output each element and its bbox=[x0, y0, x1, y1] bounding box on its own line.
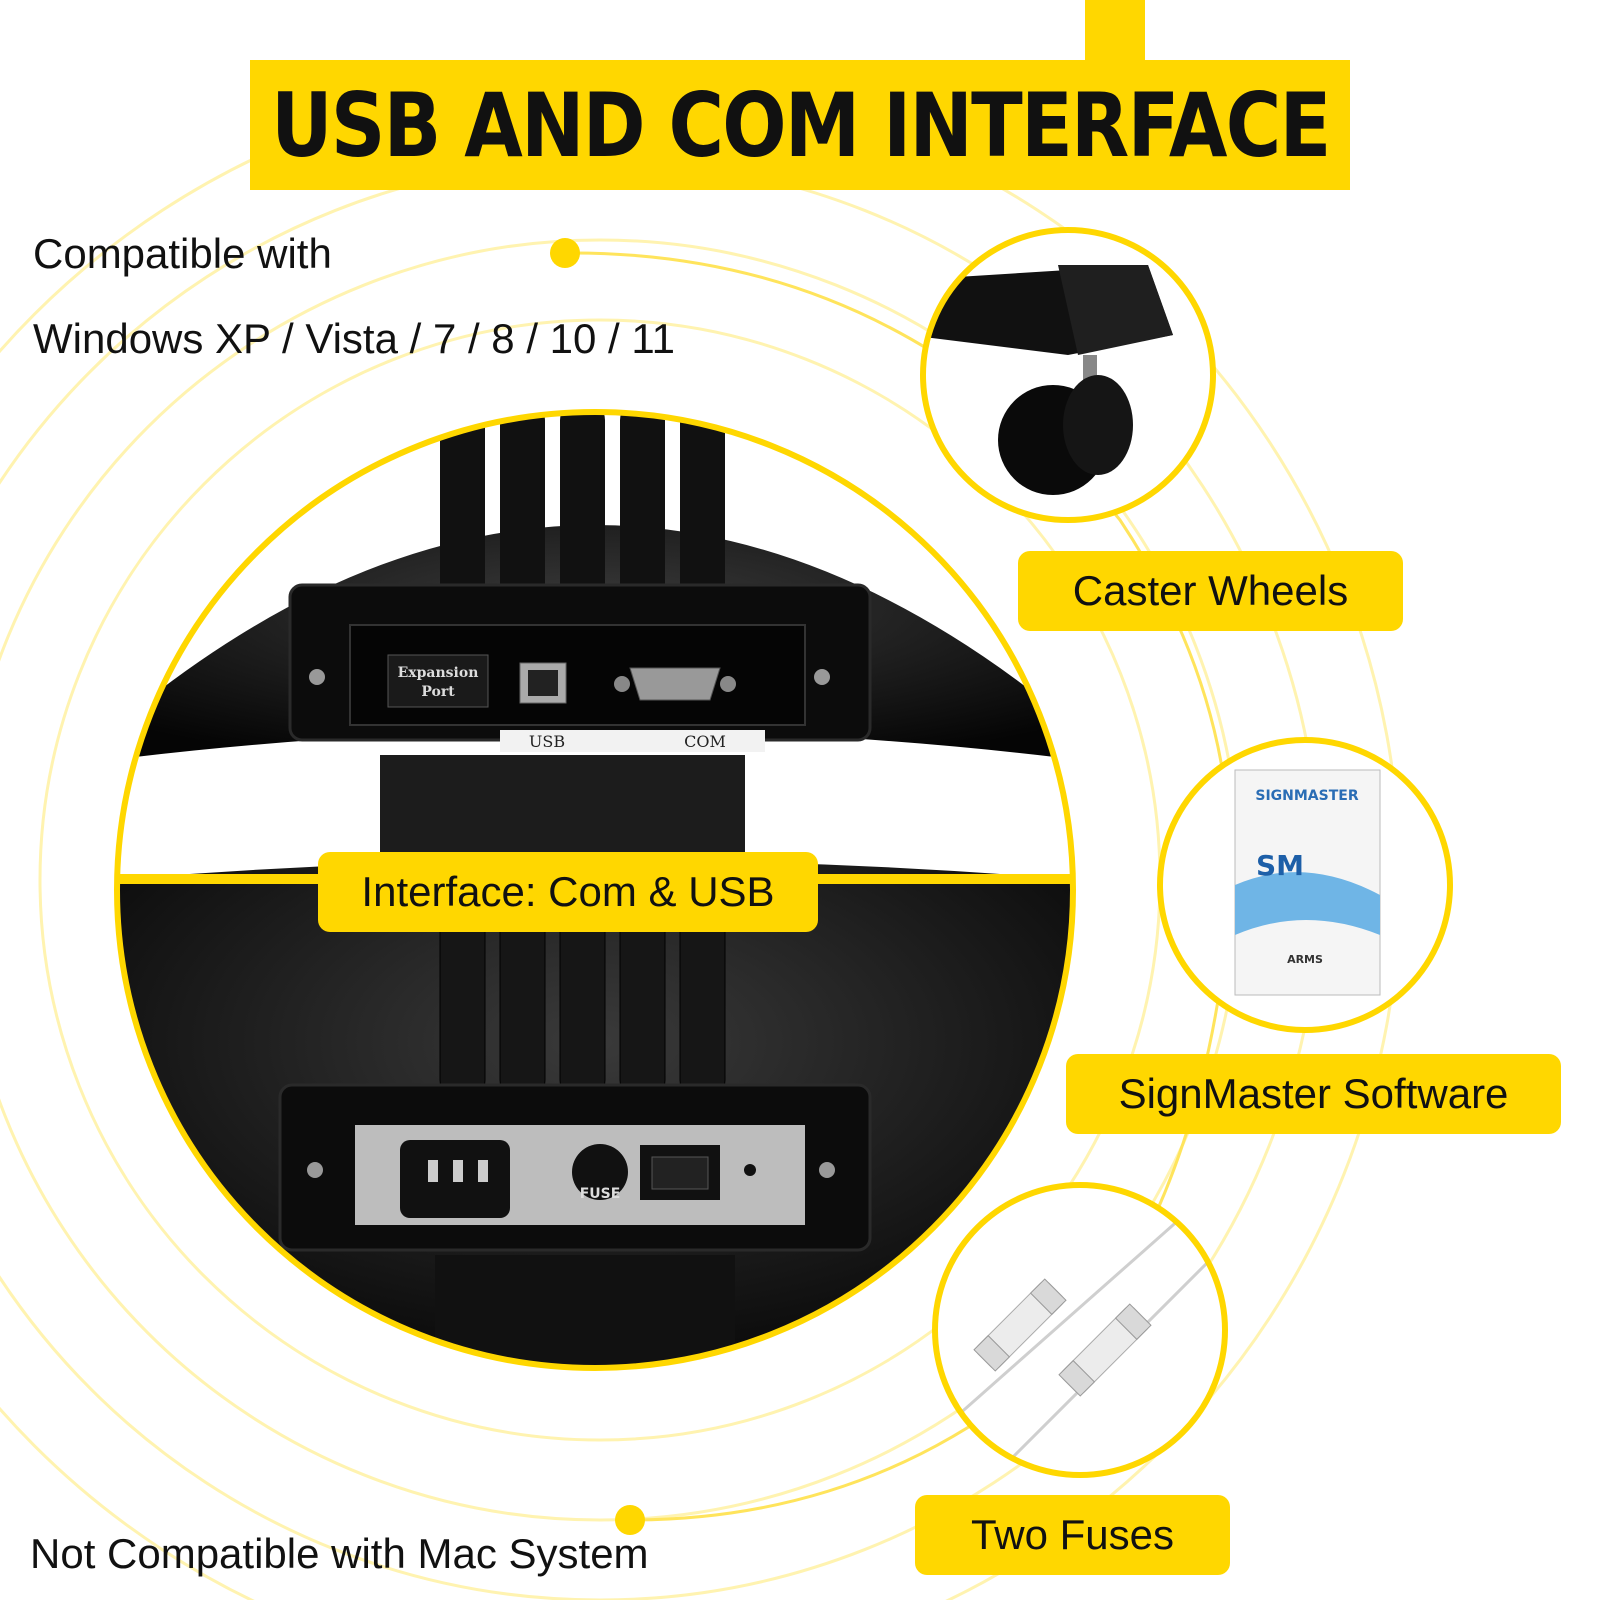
caster-wheel-photo bbox=[920, 227, 1216, 523]
feature-label: Two Fuses bbox=[970, 1511, 1175, 1558]
svg-text:Port: Port bbox=[421, 684, 455, 700]
feature-pill-signmaster-software: SignMaster Software bbox=[1066, 1054, 1561, 1134]
connector-dot-top bbox=[550, 238, 580, 268]
compat-line-2: Windows XP / Vista / 7 / 8 / 10 / 11 bbox=[33, 315, 675, 362]
title-banner: USB AND COM INTERFACE bbox=[250, 60, 1350, 190]
feature-pill-caster-wheels: Caster Wheels bbox=[1018, 551, 1403, 631]
two-fuses-photo bbox=[932, 1182, 1228, 1478]
connector-dot-bottom bbox=[615, 1505, 645, 1535]
device-interface-photo: Expansion Port USB COM FUSE bbox=[114, 409, 1076, 1371]
com-port-label: COM bbox=[684, 732, 726, 751]
signmaster-brand: SIGNMASTER bbox=[1255, 788, 1358, 804]
signmaster-software-photo: SIGNMASTER SM ARMS bbox=[1157, 737, 1453, 1033]
expansion-port-label: Expansion bbox=[398, 665, 479, 681]
not-compatible-note: Not Compatible with Mac System bbox=[30, 1530, 649, 1577]
center-label-text: Interface: Com & USB bbox=[361, 868, 775, 915]
feature-label: Caster Wheels bbox=[1072, 567, 1349, 614]
feature-pill-two-fuses: Two Fuses bbox=[915, 1495, 1230, 1575]
title-tab-accent bbox=[1085, 0, 1145, 62]
center-label-pill: Interface: Com & USB bbox=[318, 852, 818, 932]
svg-text:SM: SM bbox=[1256, 849, 1304, 882]
fuse-label: FUSE bbox=[580, 1186, 621, 1202]
feature-label: SignMaster Software bbox=[1118, 1070, 1509, 1117]
svg-text:ARMS: ARMS bbox=[1287, 953, 1323, 966]
page-title: USB AND COM INTERFACE bbox=[270, 73, 1331, 177]
compat-line-1: Compatible with bbox=[33, 230, 332, 277]
usb-port-label: USB bbox=[529, 732, 565, 751]
